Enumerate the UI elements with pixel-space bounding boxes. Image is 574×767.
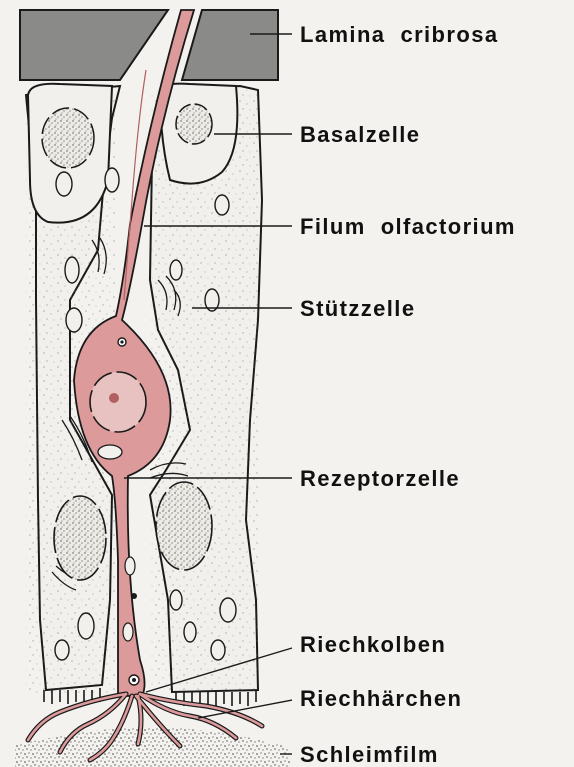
label-riechkolben: Riechkolben [300,632,446,657]
label-riechhaerchen: Riechhärchen [300,686,462,711]
label-basalzelle: Basalzelle [300,122,420,147]
labels: Lamina cribrosa Basalzelle Filum olfacto… [300,22,516,767]
label-schleimfilm: Schleimfilm [300,742,439,767]
label-stuetzzelle: Stützzelle [300,296,415,321]
label-filum-olfactorium: Filum olfactorium [300,214,516,239]
label-rezeptorzelle: Rezeptorzelle [300,466,460,491]
lamina-cribrosa [20,10,278,80]
mucus-film [15,727,290,767]
label-lamina-cribrosa: Lamina cribrosa [300,22,498,47]
